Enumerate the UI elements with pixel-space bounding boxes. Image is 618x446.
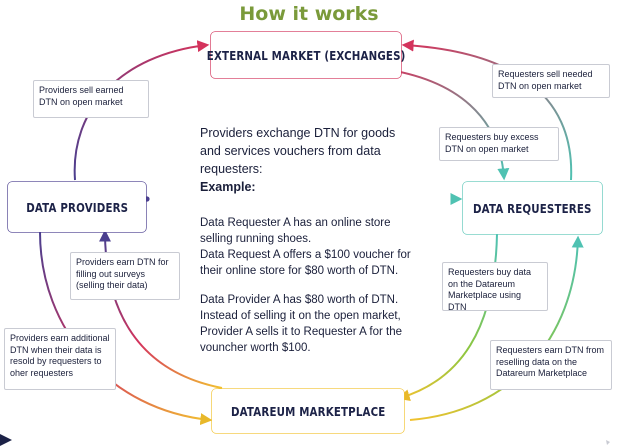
center-example-label: Example: [200,180,256,194]
center-intro-text: Providers exchange DTN for goods and ser… [200,126,396,176]
node-datareum-marketplace: DATAREUM MARKETPLACE [212,389,404,433]
center-paragraph-1: Data Requester A has an online store sel… [200,217,391,245]
node-data-requesters-label: DATA REQUESTERES [473,200,592,216]
node-data-requesters: DATA REQUESTERES [463,182,602,234]
page-title: How it works [239,3,379,25]
node-datareum-marketplace-label: DATAREUM MARKETPLACE [230,403,386,419]
note-providers-sell: Providers sell earned DTN on open market [33,80,149,118]
note-requesters-buy-data: Requesters buy data on the Datareum Mark… [442,262,548,312]
note-providers-earn-surveys: Providers earn DTN for filling out surve… [70,252,180,300]
center-intro: Providers exchange DTN for goods and ser… [200,124,418,196]
corner-mark-icon [0,434,12,446]
note-requesters-earn: Requesters earn DTN from reselling data … [490,340,612,390]
center-paragraph-3: Data Provider A has $80 worth of DTN. In… [200,294,402,354]
note-requesters-buy-excess: Requesters buy excess DTN on open market [439,127,559,161]
note-providers-earn-additional: Providers earn additional DTN when their… [4,328,116,390]
node-data-providers-label: DATA PROVIDERS [25,199,129,215]
note-requesters-sell: Requesters sell needed DTN on open marke… [492,64,610,98]
node-external-market: EXTERNAL MARKET (EXCHANGES) [207,32,405,78]
node-data-providers: DATA PROVIDERS [8,182,146,232]
corner-mark-right-icon [606,440,610,445]
center-paragraph-2: Data Request A offers a $100 voucher for… [200,249,411,277]
node-external-market-label: EXTERNAL MARKET (EXCHANGES) [206,47,406,63]
